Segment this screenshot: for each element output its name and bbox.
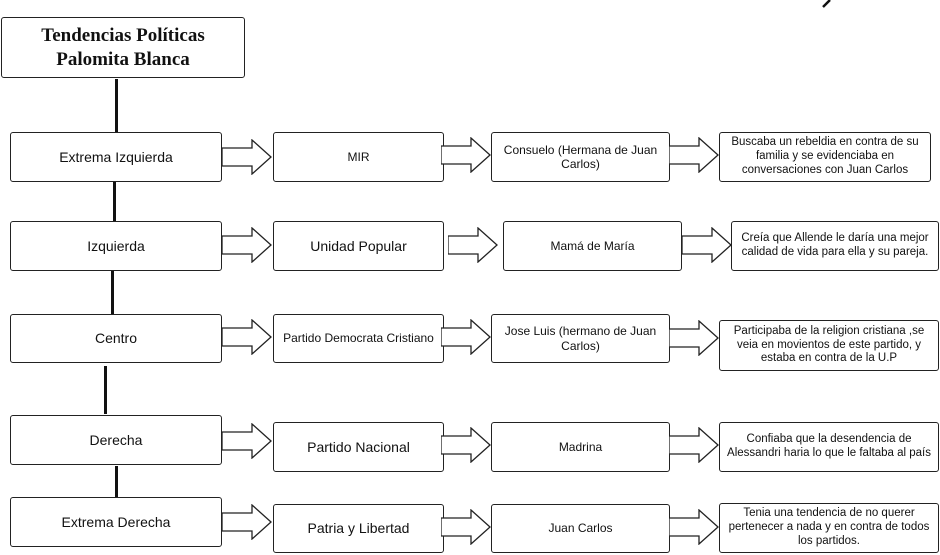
descripcion-box: Confiaba que la desendencia de Alessandr… [719, 422, 939, 472]
arrow-right-icon [669, 509, 719, 545]
personaje-box: Jose Luis (hermano de Juan Carlos) [491, 314, 670, 363]
partido-label: Patria y Libertad [307, 520, 410, 537]
tendencia-label: Extrema Derecha [61, 513, 171, 530]
connector-row4-to-row5 [115, 466, 118, 497]
arrow-right-icon [441, 427, 491, 463]
title-line-2: Palomita Blanca [56, 48, 190, 70]
descripcion-text: Participaba de la religion cristiana ,se… [733, 324, 925, 365]
arrow-right-icon [441, 509, 491, 545]
arrow-right-icon [682, 227, 732, 263]
connector-title-to-row1 [115, 79, 118, 132]
personaje-label: Mamá de María [550, 238, 635, 253]
arrow-right-icon [448, 227, 498, 263]
arrow-right-icon [441, 319, 491, 355]
tendencia-label: Derecha [89, 431, 143, 448]
personaje-label: Juan Carlos [548, 521, 613, 536]
descripcion-text: Buscaba un rebeldia en contra de su fami… [731, 136, 919, 176]
title-line-1: Tendencias Políticas [41, 24, 205, 46]
descripcion-text: Confiaba que la desendencia de Alessandr… [727, 433, 931, 459]
arrow-right-icon [222, 423, 272, 459]
tendencia-box: Derecha [10, 415, 222, 465]
tendencia-box: Centro [10, 314, 222, 363]
personaje-box: Madrina [491, 422, 670, 472]
tendencia-label: Extrema Izquierda [59, 148, 173, 165]
partido-box: Partido Nacional [273, 422, 444, 472]
tendencia-box: Extrema Izquierda [10, 132, 222, 182]
tendencia-label: Centro [94, 330, 138, 347]
diagram-title: Tendencias Políticas Palomita Blanca [1, 17, 245, 78]
arrow-right-icon [441, 137, 491, 173]
personaje-box: Consuelo (Hermana de Juan Carlos) [491, 132, 670, 182]
arrow-right-icon [222, 319, 272, 355]
arrow-right-icon [669, 320, 719, 356]
tendencia-box: Izquierda [10, 221, 222, 271]
personaje-label: Consuelo (Hermana de Juan Carlos) [503, 142, 658, 171]
descripcion-text: Tenia una tendencia de no querer pertene… [728, 507, 930, 547]
connector-row3-to-row4 [104, 366, 107, 414]
tendencia-label: Izquierda [87, 237, 145, 254]
descripcion-box: Buscaba un rebeldia en contra de su fami… [719, 132, 931, 182]
arrow-right-icon [222, 227, 272, 263]
connector-row1-to-row2 [113, 182, 116, 221]
tendencia-box: Extrema Derecha [10, 497, 222, 547]
partido-label: MIR [347, 149, 370, 164]
partido-box: MIR [273, 132, 444, 182]
personaje-box: Juan Carlos [491, 504, 670, 553]
partido-label: Unidad Popular [310, 237, 407, 254]
partido-label: Partido Nacional [307, 438, 410, 455]
arrow-right-icon [222, 139, 272, 175]
personaje-label: Madrina [558, 439, 603, 454]
personaje-label: Jose Luis (hermano de Juan Carlos) [504, 324, 657, 353]
personaje-box: Mamá de María [503, 221, 682, 271]
descripcion-box: Participaba de la religion cristiana ,se… [719, 320, 939, 371]
descripcion-text: Creía que Allende le daría una mejor cal… [741, 232, 929, 258]
partido-box: Patria y Libertad [273, 504, 444, 553]
stray-mark [822, 0, 831, 8]
arrow-right-icon [669, 427, 719, 463]
descripcion-box: Tenia una tendencia de no querer pertene… [719, 503, 939, 553]
partido-box: Partido Democrata Cristiano [273, 314, 444, 363]
partido-box: Unidad Popular [273, 221, 444, 271]
arrow-right-icon [222, 504, 272, 540]
connector-row2-to-row3 [111, 271, 114, 314]
arrow-right-icon [669, 137, 719, 173]
descripcion-box: Creía que Allende le daría una mejor cal… [731, 221, 939, 271]
partido-label: Partido Democrata Cristiano [283, 331, 434, 346]
